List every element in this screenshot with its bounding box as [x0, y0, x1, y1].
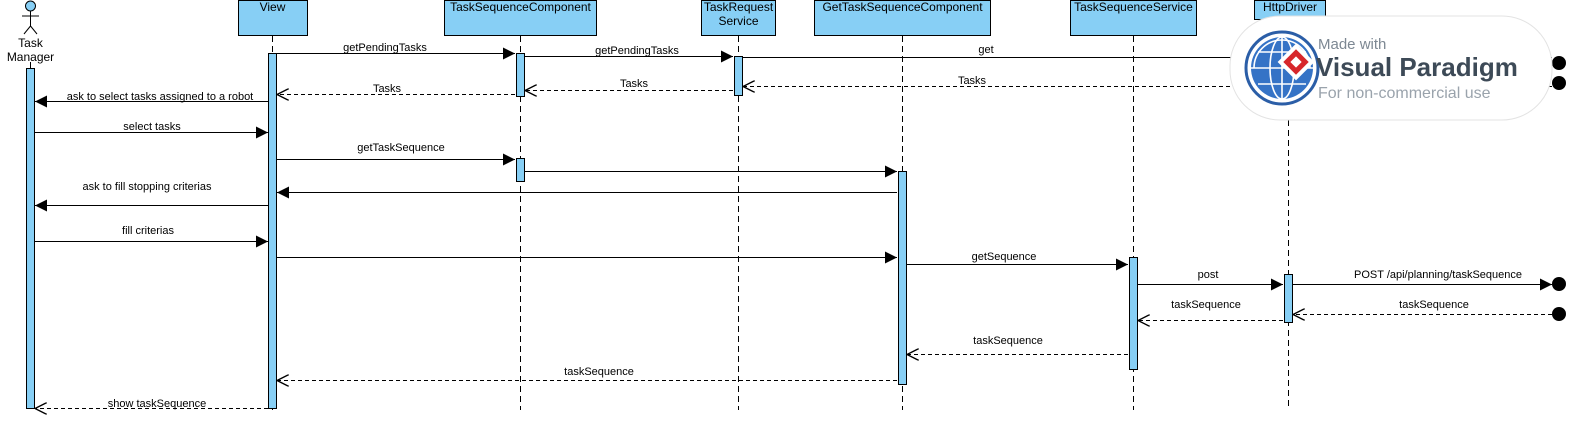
participant-box — [1070, 0, 1197, 36]
participant-headers: Task Manager View TaskSequenceComponent … — [7, 0, 1326, 64]
participant-box — [238, 0, 308, 36]
message-label: getPendingTasks — [343, 42, 427, 54]
participant-view[interactable]: View — [238, 0, 308, 36]
external-endpoint-get — [1552, 56, 1566, 70]
activation-tsc-2 — [516, 158, 525, 182]
watermark-made-with: Made with — [1318, 36, 1386, 53]
activation-trs — [734, 56, 743, 96]
message-label: ask to select tasks assigned to a robot — [67, 91, 254, 103]
message-label: select tasks — [123, 121, 181, 133]
message-label: Tasks — [620, 78, 649, 90]
message-label: taskSequence — [1171, 299, 1241, 311]
participant-label: TaskSequenceService — [1074, 0, 1193, 14]
participant-label-line1: TaskRequest — [704, 0, 774, 14]
lifelines — [30, 20, 1289, 410]
message-label: taskSequence — [973, 335, 1043, 347]
activation-view — [268, 53, 277, 409]
message-label: fill criterias — [122, 225, 174, 237]
actor-head — [25, 0, 36, 12]
actor-task-manager[interactable]: Task Manager — [7, 0, 54, 64]
participant-label: View — [260, 0, 286, 14]
participant-label: TaskSequenceComponent — [450, 0, 591, 14]
participant-box — [701, 0, 776, 36]
watermark-subtitle: For non-commercial use — [1318, 85, 1491, 102]
actor-leg-right — [30, 25, 38, 35]
watermark-background — [1229, 15, 1553, 121]
watermark-brand: Visual Paradigm — [1316, 52, 1518, 82]
external-endpoint-task-sequence — [1552, 307, 1566, 321]
message-label: post — [1198, 269, 1219, 281]
participant-task-sequence-service[interactable]: TaskSequenceService — [1070, 0, 1197, 36]
message-label: Tasks — [958, 75, 987, 87]
message-label: POST /api/planning/taskSequence — [1354, 269, 1522, 281]
external-endpoint-post — [1552, 277, 1566, 291]
participant-task-sequence-component[interactable]: TaskSequenceComponent — [444, 0, 597, 36]
participant-label-line2: Service — [718, 14, 758, 28]
activation-http — [1284, 274, 1293, 323]
actor-label-line1: Task — [18, 36, 44, 50]
visual-paradigm-watermark: Made with Visual Paradigm For non-commer… — [1229, 15, 1553, 121]
message-label: taskSequence — [1399, 299, 1469, 311]
activation-task-manager — [26, 68, 35, 409]
activation-tsc-1 — [516, 53, 525, 97]
participant-http-driver[interactable]: HttpDriver — [1254, 0, 1326, 20]
message-label: getTaskSequence — [357, 142, 444, 154]
activation-gtsc — [898, 171, 907, 385]
visual-paradigm-logo-icon — [1244, 30, 1320, 106]
message-label: getPendingTasks — [595, 45, 679, 57]
actor-label-line2: Manager — [7, 50, 54, 64]
external-endpoint-tasks — [1552, 76, 1566, 90]
message-label: getSequence — [972, 251, 1037, 263]
participant-box — [814, 0, 991, 36]
external-endpoints — [1552, 56, 1566, 321]
participant-box — [444, 0, 597, 36]
message-label: taskSequence — [564, 366, 634, 378]
participant-label: HttpDriver — [1263, 0, 1317, 14]
message-label: Tasks — [373, 83, 402, 95]
participant-get-task-sequence-component[interactable]: GetTaskSequenceComponent — [814, 0, 991, 36]
participant-label: GetTaskSequenceComponent — [822, 0, 983, 14]
actor-leg-left — [23, 25, 31, 35]
activation-bars — [26, 53, 1293, 409]
activation-tss — [1129, 257, 1138, 370]
participant-task-request-service[interactable]: TaskRequest Service — [701, 0, 776, 36]
message-label: show taskSequence — [108, 398, 206, 410]
message-label: ask to fill stopping criterias — [83, 181, 212, 193]
message-label: get — [978, 44, 993, 56]
